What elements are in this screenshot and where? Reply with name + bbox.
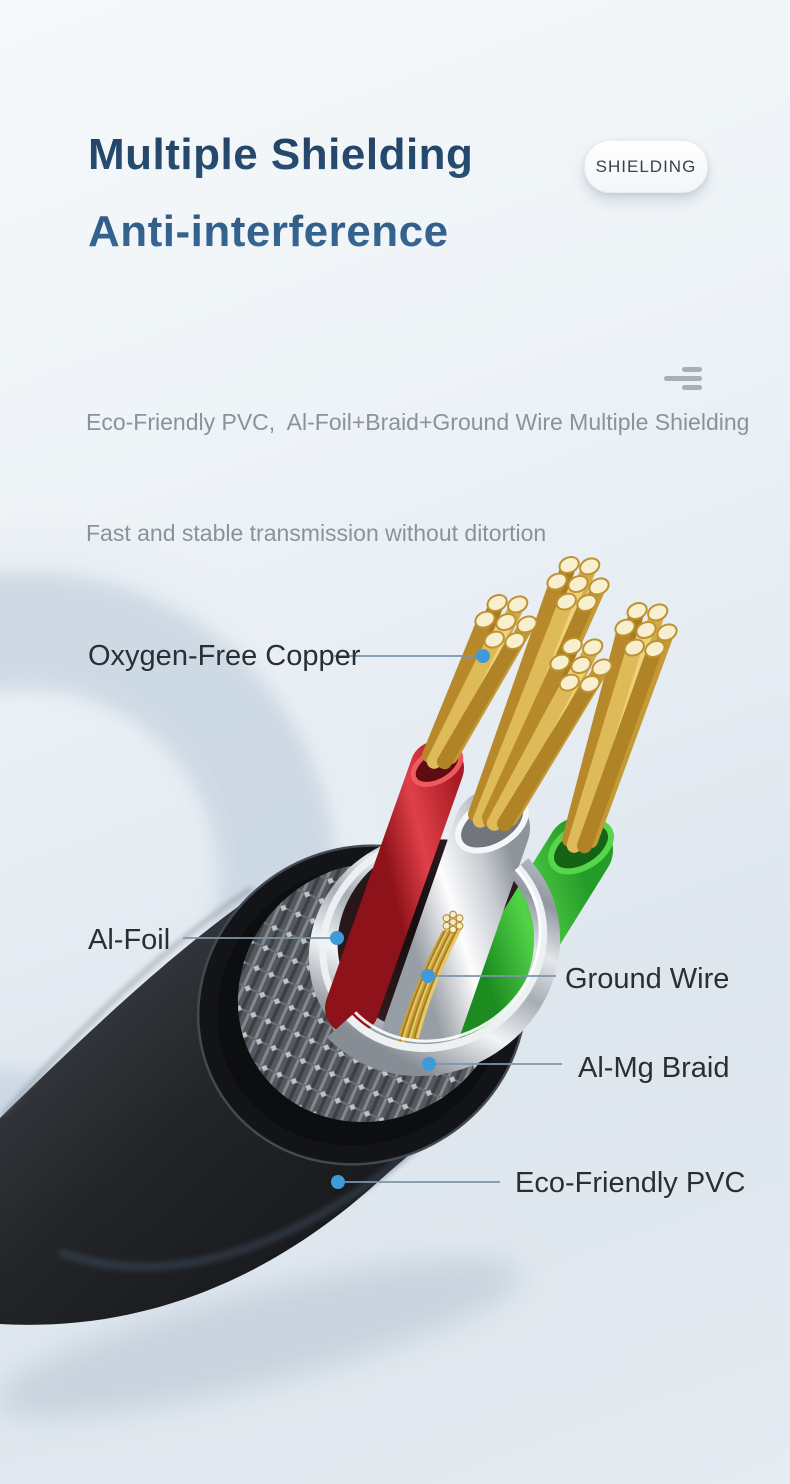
description-line-1: Eco-Friendly PVC, Al-Foil+Braid+Ground W…: [86, 409, 750, 435]
callout-dot-braid: [422, 1057, 436, 1071]
callout-dot-ground: [421, 969, 435, 983]
label-oxygen-free-copper: Oxygen-Free Copper: [88, 640, 361, 672]
description-line-2: Fast and stable transmission without dit…: [86, 520, 547, 546]
cable-shadow: [0, 1258, 523, 1418]
description: Eco-Friendly PVC, Al-Foil+Braid+Ground W…: [86, 330, 749, 626]
callout-dot-foil: [330, 931, 344, 945]
callout-dot-pvc: [331, 1175, 345, 1189]
copper-strands: [422, 555, 678, 854]
callout-dot-copper: [476, 649, 490, 663]
copper-bundle: [482, 638, 610, 832]
label-ground-wire: Ground Wire: [565, 963, 730, 995]
align-right-lines-icon: [664, 367, 702, 390]
label-al-foil: Al-Foil: [88, 924, 171, 956]
shielding-badge-label: SHIELDING: [595, 156, 697, 176]
label-al-mg-braid: Al-Mg Braid: [578, 1052, 730, 1084]
ground-wire-strands: [396, 910, 464, 1044]
label-eco-friendly-pvc: Eco-Friendly PVC: [515, 1167, 746, 1199]
shielding-badge: SHIELDING: [584, 140, 708, 193]
